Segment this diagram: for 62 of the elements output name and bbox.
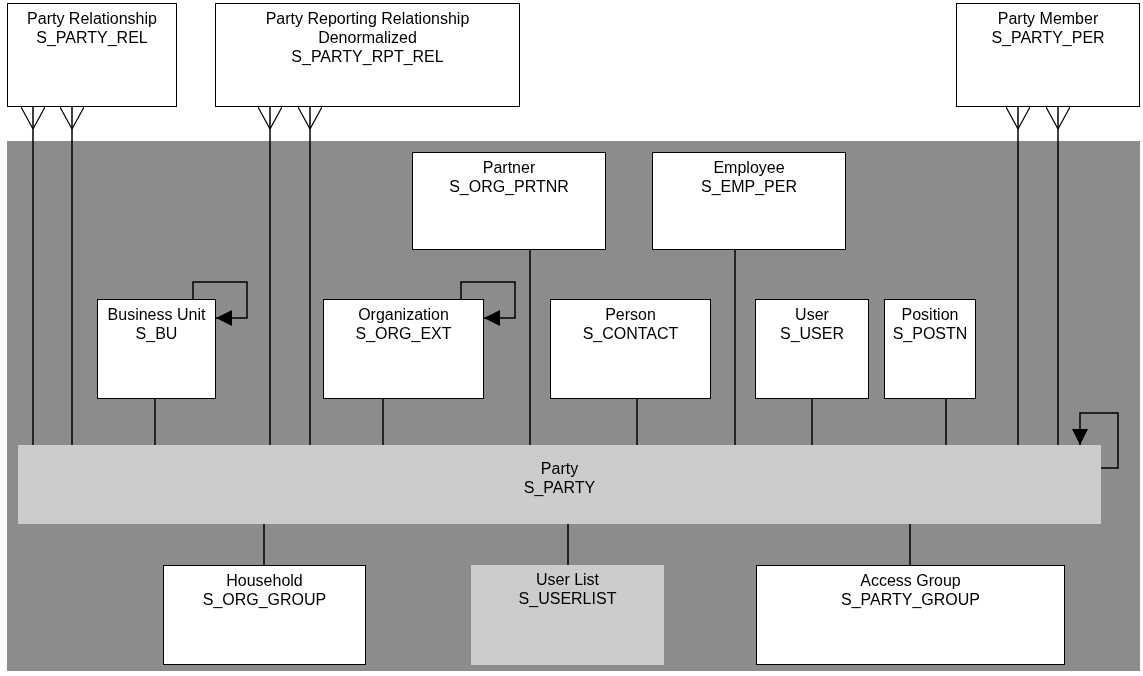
table-name: S_BU bbox=[134, 324, 179, 343]
entity-box bbox=[550, 299, 711, 399]
connector-line bbox=[1045, 106, 1071, 446]
table-name: S_CONTACT bbox=[581, 324, 680, 343]
table-name: S_USERLIST bbox=[517, 589, 618, 608]
entity-name: Party Member bbox=[996, 9, 1100, 28]
connector-line bbox=[59, 106, 85, 446]
entity-name: Person bbox=[604, 305, 657, 324]
connector-line bbox=[1005, 106, 1031, 446]
entity-name: Household bbox=[225, 571, 304, 590]
entity-box bbox=[323, 299, 484, 399]
entity-name: Position bbox=[900, 305, 960, 324]
entity-box bbox=[884, 299, 976, 399]
entity-name: User bbox=[794, 305, 830, 324]
connector-line bbox=[734, 249, 736, 446]
connector-line bbox=[154, 398, 156, 446]
connector-line bbox=[20, 106, 46, 446]
entity-box bbox=[652, 152, 846, 250]
table-name: S_PARTY_REL bbox=[35, 28, 149, 47]
connector-line bbox=[257, 106, 283, 446]
table-name: S_PARTY_GROUP bbox=[840, 590, 981, 609]
table-name: S_PARTY bbox=[522, 478, 597, 497]
table-name: S_ORG_EXT bbox=[354, 324, 453, 343]
entity-name: Employee bbox=[712, 158, 786, 177]
shaded-region bbox=[7, 141, 1140, 671]
connector-line bbox=[297, 106, 323, 446]
entity-box bbox=[7, 3, 177, 107]
table-name: S_POSTN bbox=[891, 324, 969, 343]
connector-line bbox=[382, 398, 384, 446]
connector-line bbox=[811, 398, 813, 446]
entity-box bbox=[412, 152, 606, 250]
entity-box bbox=[755, 299, 869, 399]
entity-name: Access Group bbox=[859, 571, 962, 590]
entity-name: Party Relationship bbox=[26, 9, 158, 28]
connector-line bbox=[567, 523, 569, 566]
entity-name: Party Reporting Relationship Denormalized bbox=[264, 9, 471, 47]
arrow bbox=[460, 281, 516, 326]
entity-box bbox=[471, 565, 664, 665]
entity-name: Organization bbox=[357, 305, 450, 324]
entity-box bbox=[956, 3, 1140, 107]
table-name: S_EMP_PER bbox=[699, 177, 798, 196]
table-name: S_PARTY_RPT_REL bbox=[290, 47, 445, 66]
entity-name: User List bbox=[534, 570, 601, 589]
table-name: S_PARTY_PER bbox=[990, 28, 1106, 47]
arrow bbox=[192, 281, 248, 326]
entity-box bbox=[163, 565, 366, 665]
connector-line bbox=[945, 398, 947, 446]
entity-box bbox=[756, 565, 1065, 665]
connector-line bbox=[529, 249, 531, 446]
table-name: S_ORG_PRTNR bbox=[448, 177, 570, 196]
connector-line bbox=[636, 398, 638, 446]
connector-line bbox=[263, 523, 265, 566]
entity-box bbox=[18, 445, 1101, 524]
entity-name: Partner bbox=[481, 158, 537, 177]
entity-name: Party bbox=[539, 459, 580, 478]
entity-box bbox=[215, 3, 520, 107]
connector-line bbox=[909, 523, 911, 566]
table-name: S_USER bbox=[779, 324, 845, 343]
arrow bbox=[1072, 412, 1119, 469]
entity-box bbox=[97, 299, 216, 399]
entity-name: Business Unit bbox=[106, 305, 207, 324]
table-name: S_ORG_GROUP bbox=[201, 590, 328, 609]
